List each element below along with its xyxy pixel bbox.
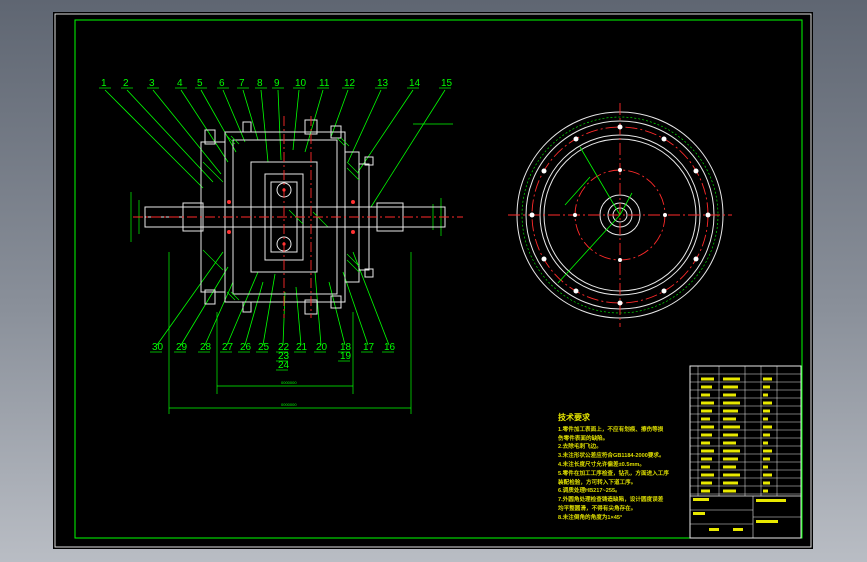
part-number-label: 7 <box>239 78 245 89</box>
bolt-holes <box>529 124 711 306</box>
part-number-label: 21 <box>296 342 308 353</box>
part-number-label: 15 <box>441 78 453 89</box>
tech-req-title: 技术要求 <box>558 413 590 422</box>
part-number-label: 29 <box>176 342 188 353</box>
outer-frame <box>54 13 812 548</box>
part-number-label: 27 <box>222 342 234 353</box>
part-number-label: 25 <box>258 342 270 353</box>
part-number-label: 5 <box>197 78 203 89</box>
leaders-top <box>104 89 446 208</box>
dimensions <box>130 123 453 414</box>
leaders-bottom <box>156 251 390 346</box>
centerlines-section <box>133 116 463 318</box>
part-number-label: 24 <box>278 360 290 371</box>
end-view-leaders <box>557 146 633 284</box>
part-number-label: 9 <box>274 78 280 89</box>
part-number-label: 22 <box>278 342 290 353</box>
part-number-label: 6 <box>219 78 225 89</box>
part-number-label: 4 <box>177 78 183 89</box>
part-number-label: 8 <box>257 78 263 89</box>
tech-req-line: 装配检验，方可转入下道工序。 <box>558 479 637 486</box>
tech-req-line: 3.未注形状公差应符合GB1184-2000要求。 <box>558 453 665 460</box>
tech-req-line: 5.零件在加工工序检查，钻孔，方面进入工序 <box>558 470 669 477</box>
tech-req-line: 4.未注长度尺寸允许偏差±0.5mm。 <box>558 461 645 468</box>
tech-req-line: 均平整圆滑，不得有尖角存在。 <box>558 505 637 512</box>
tech-req-list: 1.零件加工表面上，不应有划痕、擦伤等损伤零件表面的缺陷。 2.去除毛刺飞边。 3.… <box>558 426 708 523</box>
part-number-label: 19 <box>340 351 352 362</box>
part-number-label: 11 <box>319 78 330 89</box>
bearings <box>227 188 355 246</box>
end-view <box>508 103 732 327</box>
tech-req-line: 2.去除毛刺飞边。 <box>558 444 602 451</box>
part-number-label: 26 <box>240 342 252 353</box>
svg-text:0000000: 0000000 <box>281 380 297 385</box>
part-number-label: 28 <box>200 342 212 353</box>
tech-req-line: 伤零件表面的缺陷。 <box>558 435 609 442</box>
part-number-label: 12 <box>344 78 356 89</box>
tech-req-line: 6.调质处理HB217~255。 <box>558 488 621 495</box>
part-number-label: 10 <box>295 78 307 89</box>
part-number-label: 1 <box>101 78 107 89</box>
part-number-label: 30 <box>152 342 164 353</box>
hatching <box>202 135 360 301</box>
tech-req-line: 7.外圆角处理检查铸造缺陷，设计圆度误差 <box>558 497 664 504</box>
part-number-label: 13 <box>377 78 389 89</box>
part-number-label: 17 <box>363 342 375 353</box>
svg-text:0000000: 0000000 <box>281 402 297 407</box>
tech-req-line: 8.未注倒角的角度为1×45° <box>558 514 623 521</box>
tech-req-line: 1.零件加工表面上，不应有划痕、擦伤等损 <box>558 426 664 433</box>
part-number-label: 20 <box>316 342 328 353</box>
part-number-label: 23 <box>278 351 290 362</box>
part-number-label: 18 <box>340 342 352 353</box>
part-number-label: 2 <box>123 78 129 89</box>
part-number-label: 16 <box>384 342 396 353</box>
inner-frame <box>74 19 803 539</box>
title-block <box>689 365 802 539</box>
part-number-label: 3 <box>149 78 155 89</box>
technical-requirements: 技术要求 1.零件加工表面上，不应有划痕、擦伤等损伤零件表面的缺陷。 2.去除毛刺… <box>558 413 708 523</box>
part-number-label: 14 <box>409 78 421 89</box>
